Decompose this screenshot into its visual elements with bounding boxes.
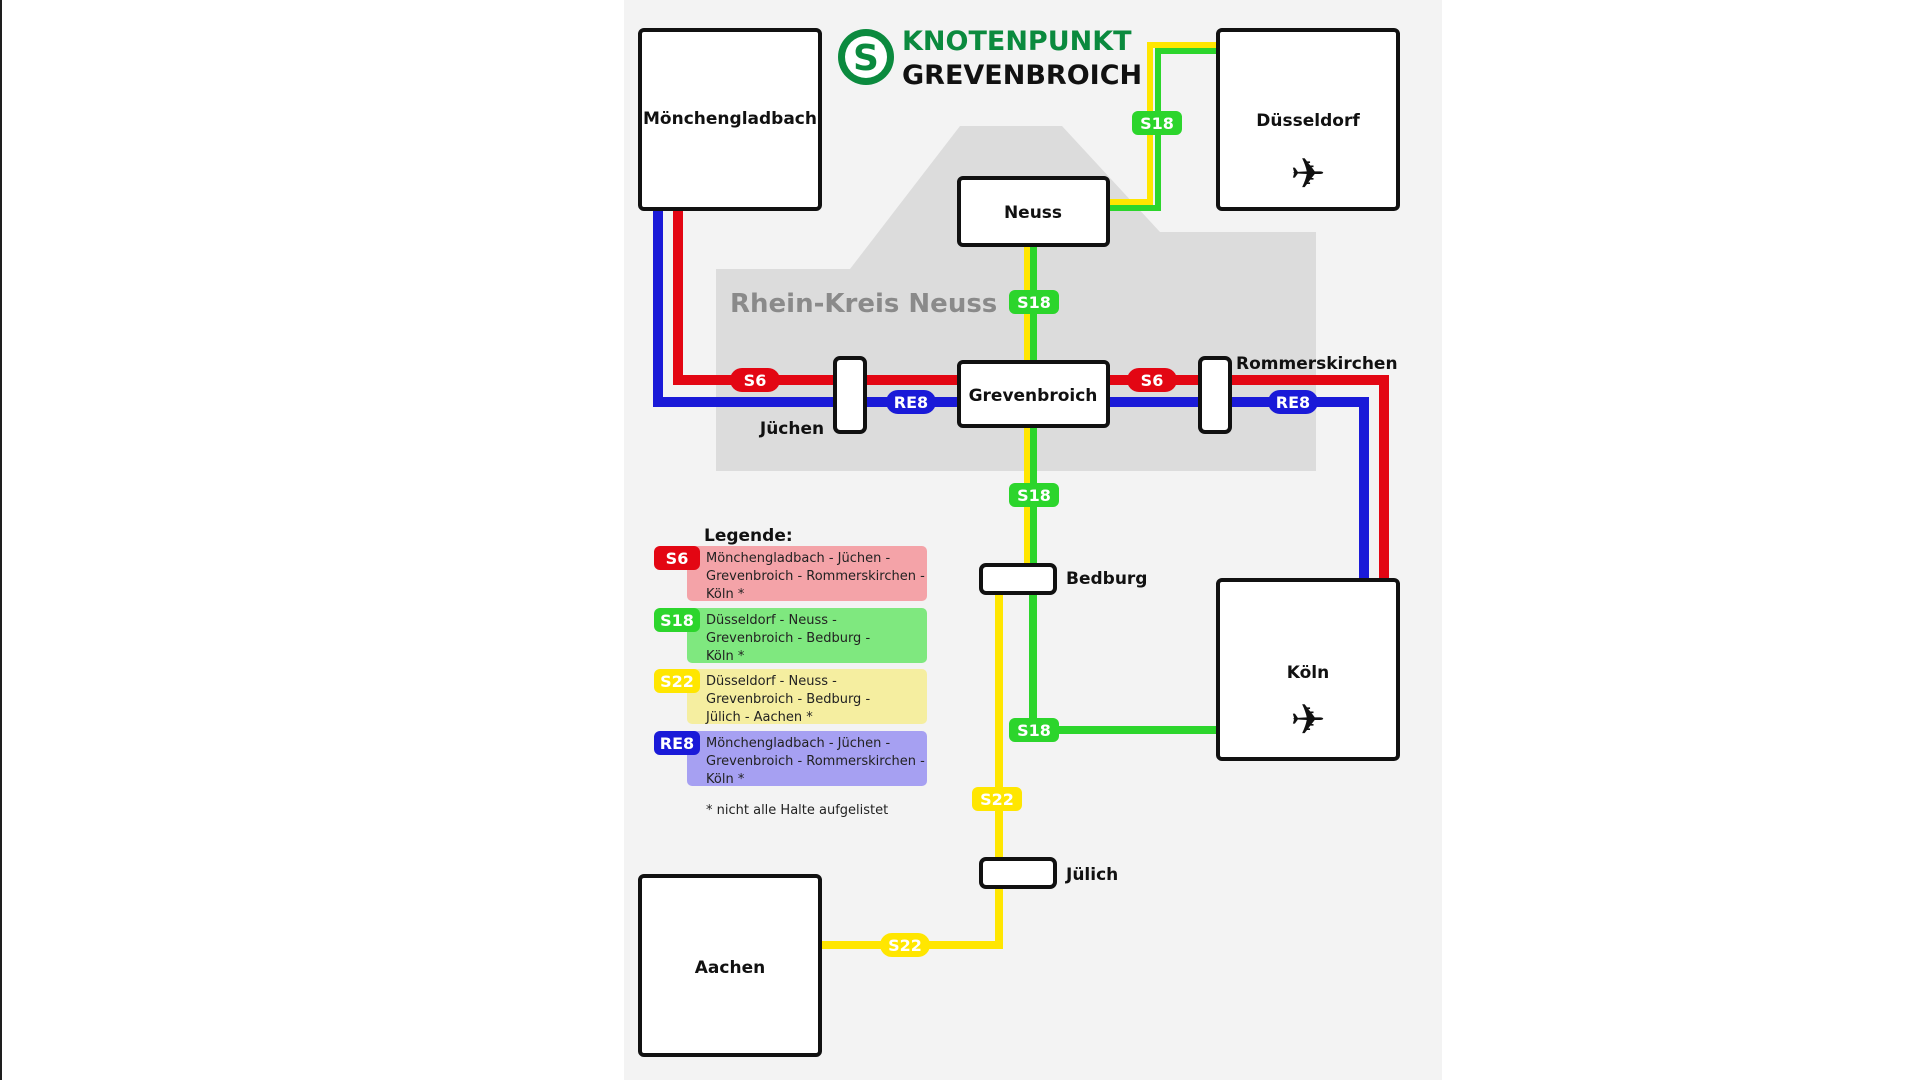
station-moenchengladbach[interactable]: Mönchengladbach <box>638 28 822 211</box>
svg-text:S18: S18 <box>1017 293 1051 312</box>
station-juechen[interactable]: Jüchen <box>759 356 867 439</box>
svg-text:Neuss: Neuss <box>1004 203 1062 223</box>
badge-s18-duesseldorf: S18 <box>1132 111 1182 135</box>
svg-text:S6: S6 <box>1141 371 1164 390</box>
badge-s18-koeln: S18 <box>1009 718 1059 742</box>
svg-text:S18: S18 <box>1017 721 1051 740</box>
svg-text:S22: S22 <box>888 936 922 955</box>
station-juelich[interactable]: Jülich <box>979 857 1118 889</box>
svg-text:Bedburg: Bedburg <box>1066 569 1147 589</box>
legend-entry-s6: S6 Mönchengladbach - Jüchen - Grevenbroi… <box>654 546 927 602</box>
svg-text:Grevenbroich - Bedburg -: Grevenbroich - Bedburg - <box>706 692 870 707</box>
airplane-icon: ✈ <box>1290 695 1325 744</box>
svg-text:S6: S6 <box>666 549 689 568</box>
svg-text:RE8: RE8 <box>1276 393 1310 412</box>
left-edge-rule <box>0 0 2 1080</box>
svg-text:RE8: RE8 <box>660 734 694 753</box>
svg-text:Mönchengladbach - Jüchen -: Mönchengladbach - Jüchen - <box>706 551 891 566</box>
map-panel: Rhein-Kreis Neuss S6 RE8 S6 RE8 S18 S18 … <box>624 0 1442 1080</box>
legend-entry-s22: S22 Düsseldorf - Neuss - Grevenbroich - … <box>654 669 927 725</box>
svg-text:Düsseldorf - Neuss -: Düsseldorf - Neuss - <box>706 674 837 689</box>
svg-text:Köln *: Köln * <box>706 587 745 602</box>
airplane-icon: ✈ <box>1290 149 1325 198</box>
legend-entry-s18: S18 Düsseldorf - Neuss - Grevenbroich - … <box>654 608 927 664</box>
legend-entry-re8: RE8 Mönchengladbach - Jüchen - Grevenbro… <box>654 731 927 787</box>
s-bahn-logo: S <box>838 29 894 85</box>
network-map: Rhein-Kreis Neuss S6 RE8 S6 RE8 S18 S18 … <box>638 26 1400 1057</box>
title-line2: GREVENBROICH <box>902 60 1142 91</box>
svg-text:S18: S18 <box>1017 486 1051 505</box>
svg-text:RE8: RE8 <box>894 393 928 412</box>
svg-text:S6: S6 <box>744 371 767 390</box>
svg-text:S18: S18 <box>660 611 694 630</box>
svg-text:Jülich: Jülich <box>1065 865 1118 885</box>
svg-text:Grevenbroich - Rommerskirchen: Grevenbroich - Rommerskirchen - <box>706 754 925 769</box>
svg-text:Köln *: Köln * <box>706 649 745 664</box>
badge-s22-aachen: S22 <box>880 933 930 957</box>
svg-text:Düsseldorf - Neuss -: Düsseldorf - Neuss - <box>706 613 837 628</box>
legend: Legende: S6 Mönchengladbach - Jüchen - G… <box>654 526 927 818</box>
station-koeln[interactable]: Köln ✈ <box>1216 578 1400 761</box>
svg-text:Mönchengladbach - Jüchen -: Mönchengladbach - Jüchen - <box>706 736 891 751</box>
badge-s22-south: S22 <box>972 787 1022 811</box>
legend-footnote: * nicht alle Halte aufgelistet <box>706 803 888 818</box>
svg-text:Aachen: Aachen <box>695 958 765 978</box>
station-bedburg[interactable]: Bedburg <box>979 563 1147 595</box>
station-grevenbroich[interactable]: Grevenbroich <box>957 360 1110 428</box>
svg-text:Jüchen: Jüchen <box>759 419 824 439</box>
svg-text:S18: S18 <box>1140 114 1174 133</box>
svg-text:Mönchengladbach: Mönchengladbach <box>643 109 817 129</box>
station-rommerskirchen[interactable]: Rommerskirchen <box>1198 354 1398 434</box>
svg-text:Grevenbroich - Bedburg -: Grevenbroich - Bedburg - <box>706 631 870 646</box>
station-aachen[interactable]: Aachen <box>638 874 822 1057</box>
svg-text:Grevenbroich - Rommerskirchen: Grevenbroich - Rommerskirchen - <box>706 569 925 584</box>
svg-text:Rommerskirchen: Rommerskirchen <box>1236 354 1398 374</box>
svg-text:S22: S22 <box>660 672 694 691</box>
station-neuss[interactable]: Neuss <box>957 176 1110 247</box>
region-label: Rhein-Kreis Neuss <box>730 289 997 319</box>
station-duesseldorf[interactable]: Düsseldorf ✈ <box>1216 28 1400 211</box>
badge-s6-west: S6 <box>730 368 780 392</box>
badge-s6-east: S6 <box>1127 368 1177 392</box>
svg-text:S: S <box>853 38 879 79</box>
svg-text:Köln: Köln <box>1287 663 1329 683</box>
badge-re8-east: RE8 <box>1268 390 1318 414</box>
svg-text:S22: S22 <box>980 790 1014 809</box>
badge-s18-south: S18 <box>1009 483 1059 507</box>
badge-s18-neuss: S18 <box>1009 290 1059 314</box>
badge-re8-west: RE8 <box>886 390 936 414</box>
svg-text:Köln *: Köln * <box>706 772 745 787</box>
svg-text:Jülich - Aachen *: Jülich - Aachen * <box>705 710 813 725</box>
legend-heading: Legende: <box>704 526 793 546</box>
svg-text:Düsseldorf: Düsseldorf <box>1256 111 1360 131</box>
title-line1: KNOTENPUNKT <box>902 26 1132 57</box>
svg-text:Grevenbroich: Grevenbroich <box>969 386 1098 406</box>
